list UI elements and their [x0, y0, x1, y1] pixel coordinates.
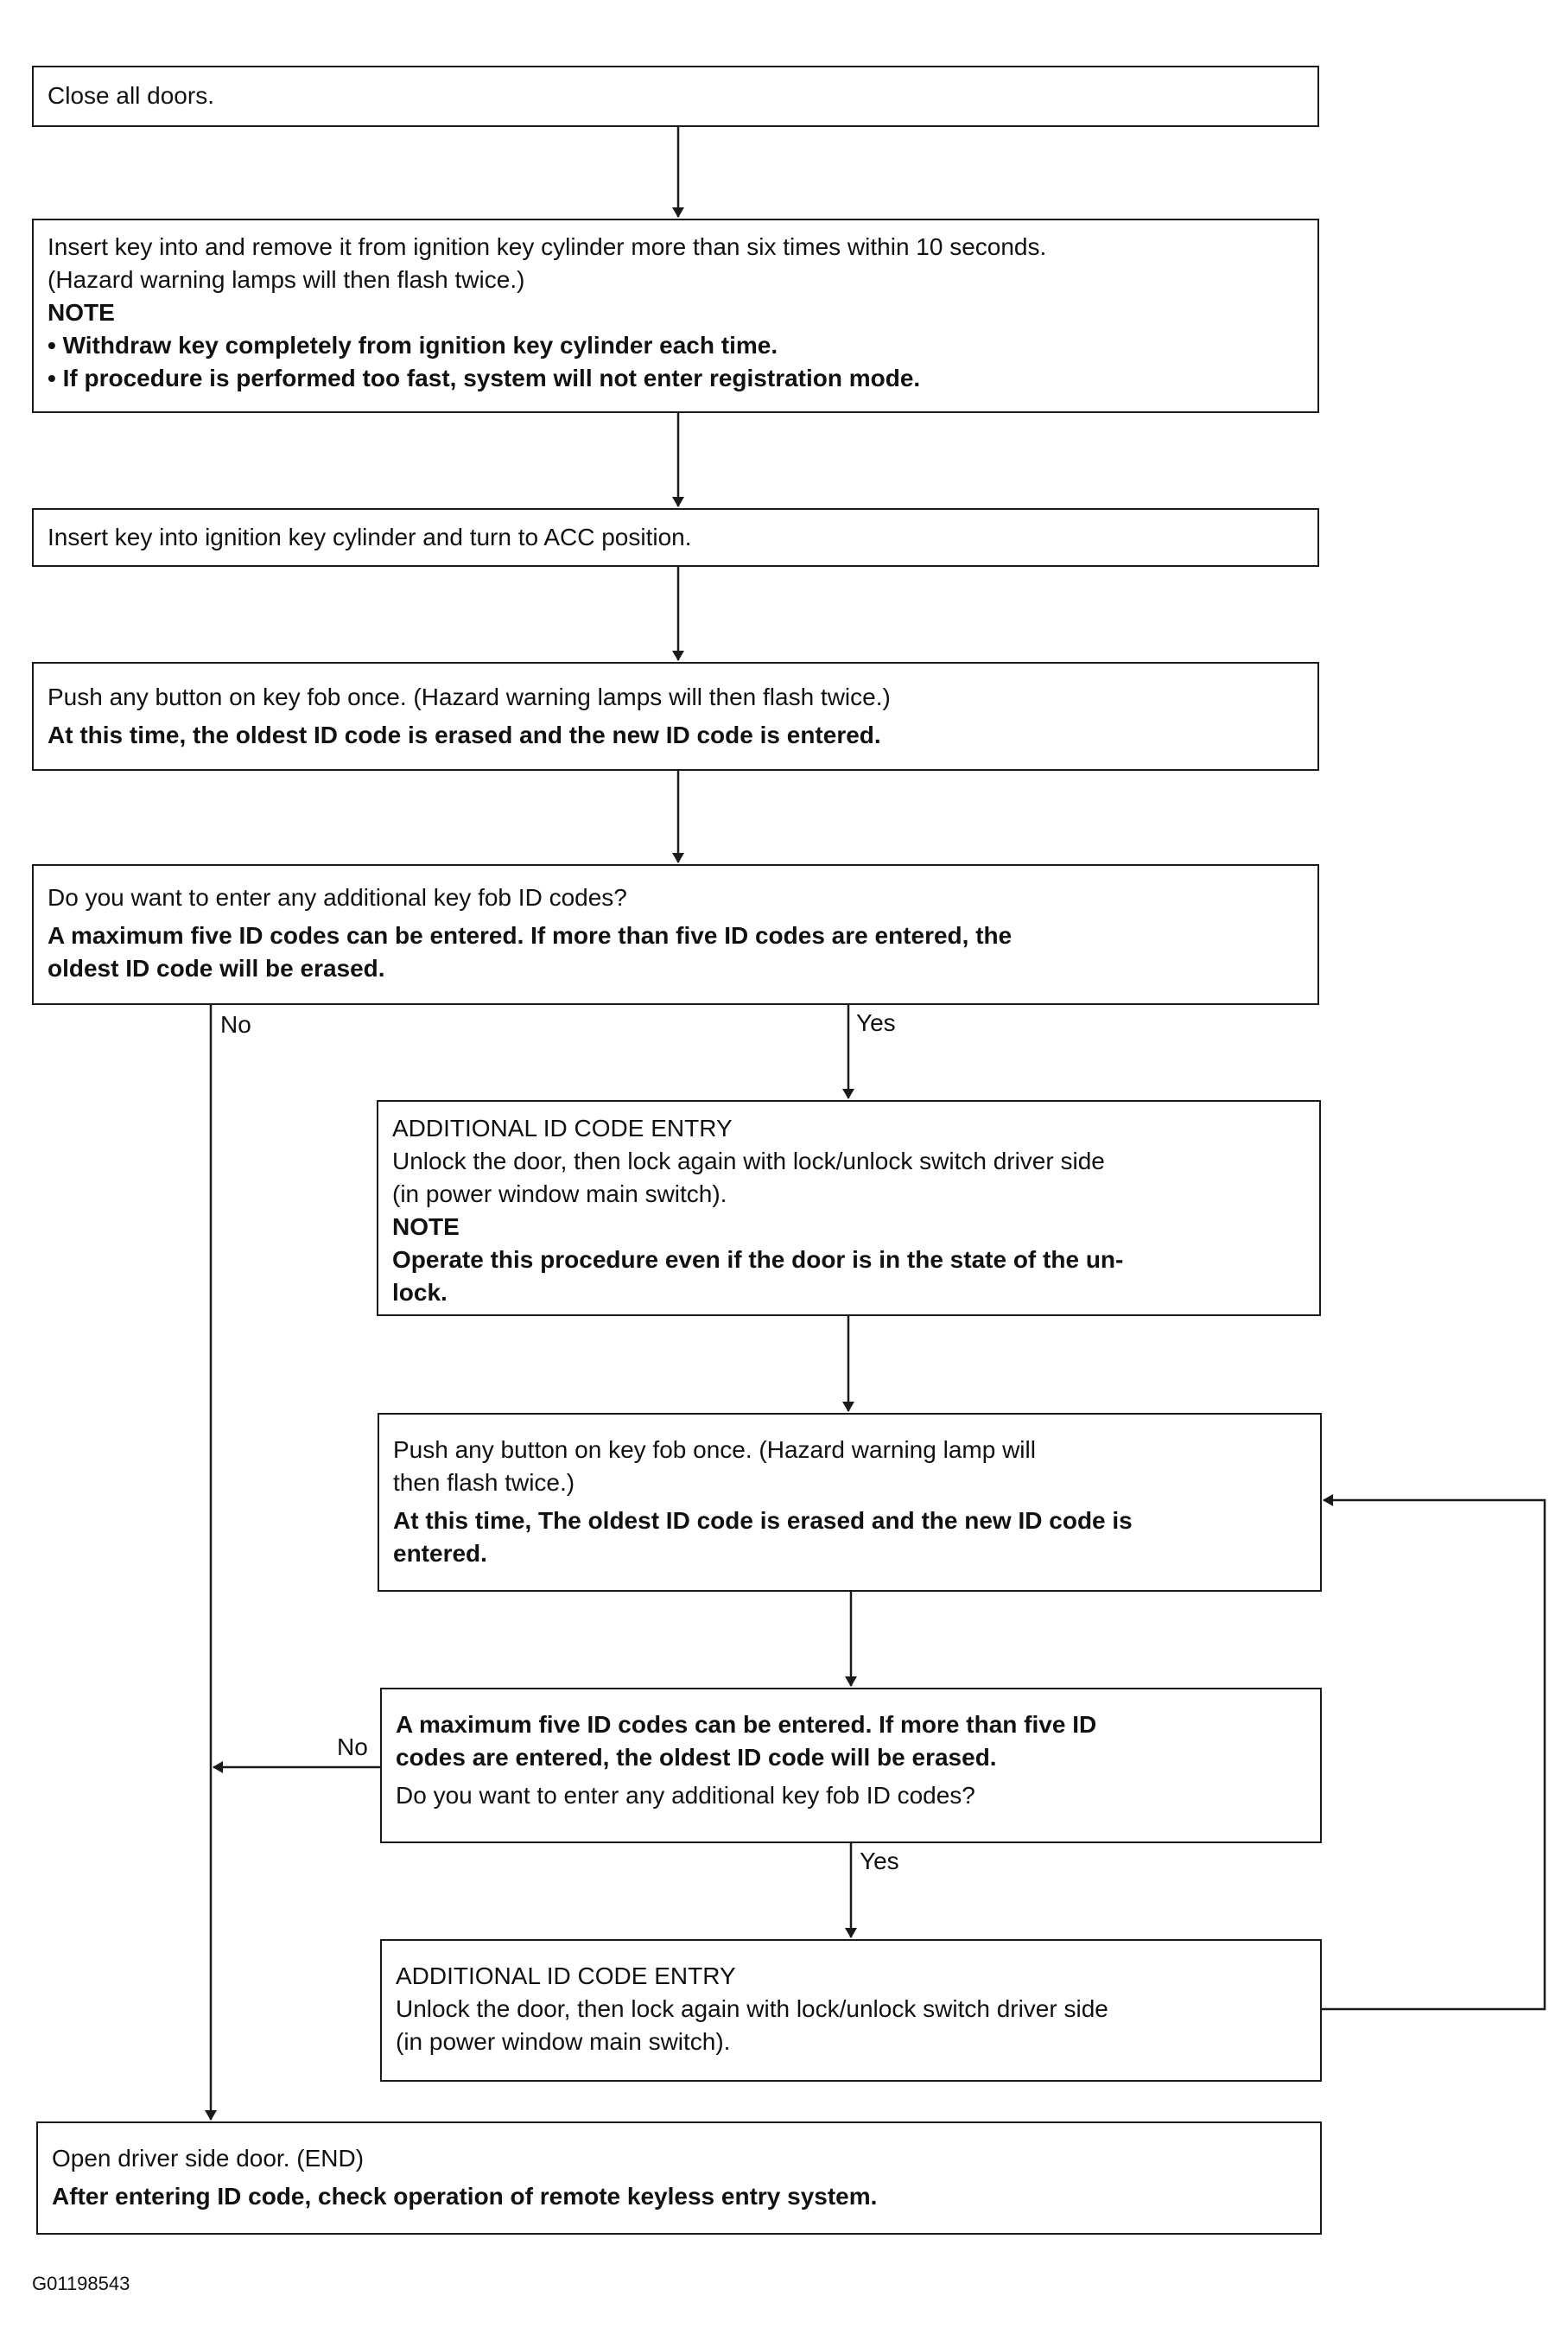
step-push-button-1: Push any button on key fob once. (Hazard… — [32, 662, 1319, 771]
step-text: (in power window main switch). — [392, 1180, 727, 1207]
step-bold-text: After entering ID code, check operation … — [52, 2183, 878, 2210]
step-text: Close all doors. — [48, 82, 214, 109]
step-bold-text: oldest ID code will be erased. — [48, 955, 385, 982]
step-bold-text: codes are entered, the oldest ID code wi… — [396, 1744, 997, 1771]
step-bold-text: A maximum five ID codes can be entered. … — [396, 1711, 1097, 1738]
step-bold-text: entered. — [393, 1540, 487, 1567]
step-text: Push any button on key fob once. (Hazard… — [48, 684, 891, 710]
figure-id: G01198543 — [32, 2273, 130, 2294]
note-label: NOTE — [48, 299, 115, 326]
note-text: lock. — [392, 1279, 448, 1306]
step-title: ADDITIONAL ID CODE ENTRY — [396, 1962, 736, 1989]
branch-label-yes-2: Yes — [860, 1848, 899, 1874]
step-title: ADDITIONAL ID CODE ENTRY — [392, 1115, 733, 1142]
step-text: then flash twice.) — [393, 1469, 575, 1496]
step-open-door-end: Open driver side door. (END) After enter… — [36, 2121, 1322, 2235]
step-close-doors: Close all doors. — [32, 66, 1319, 127]
note-text: • Withdraw key completely from ignition … — [48, 332, 778, 359]
step-text: Insert key into and remove it from ignit… — [48, 233, 1047, 260]
note-text: Operate this procedure even if the door … — [392, 1246, 1124, 1273]
step-bold-text: At this time, The oldest ID code is eras… — [393, 1507, 1133, 1534]
note-label: NOTE — [392, 1213, 460, 1240]
step-text: Do you want to enter any additional key … — [396, 1782, 975, 1809]
branch-label-yes-1: Yes — [856, 1009, 896, 1036]
step-additional-entry-2: ADDITIONAL ID CODE ENTRY Unlock the door… — [380, 1939, 1322, 2082]
step-additional-entry-1: ADDITIONAL ID CODE ENTRY Unlock the door… — [377, 1100, 1321, 1316]
note-text: • If procedure is performed too fast, sy… — [48, 365, 921, 391]
step-push-button-2: Push any button on key fob once. (Hazard… — [378, 1413, 1322, 1592]
step-text: Do you want to enter any additional key … — [48, 884, 627, 911]
step-insert-remove-key: Insert key into and remove it from ignit… — [32, 219, 1319, 413]
step-text: Unlock the door, then lock again with lo… — [392, 1148, 1105, 1174]
step-text: (in power window main switch). — [396, 2028, 731, 2055]
step-text: Unlock the door, then lock again with lo… — [396, 1995, 1108, 2022]
branch-label-no-2: No — [337, 1733, 368, 1760]
step-text: (Hazard warning lamps will then flash tw… — [48, 266, 525, 293]
arrow-loop-back — [1322, 1494, 1546, 2011]
step-bold-text: At this time, the oldest ID code is eras… — [48, 722, 881, 748]
step-text: Push any button on key fob once. (Hazard… — [393, 1436, 1036, 1463]
step-text: Insert key into ignition key cylinder an… — [48, 524, 692, 550]
step-bold-text: A maximum five ID codes can be entered. … — [48, 922, 1013, 949]
step-additional-question-1: Do you want to enter any additional key … — [32, 864, 1319, 1005]
step-acc-position: Insert key into ignition key cylinder an… — [32, 508, 1319, 567]
step-additional-question-2: A maximum five ID codes can be entered. … — [380, 1688, 1322, 1843]
step-text: Open driver side door. (END) — [52, 2145, 365, 2172]
branch-label-no-1: No — [220, 1011, 251, 1038]
